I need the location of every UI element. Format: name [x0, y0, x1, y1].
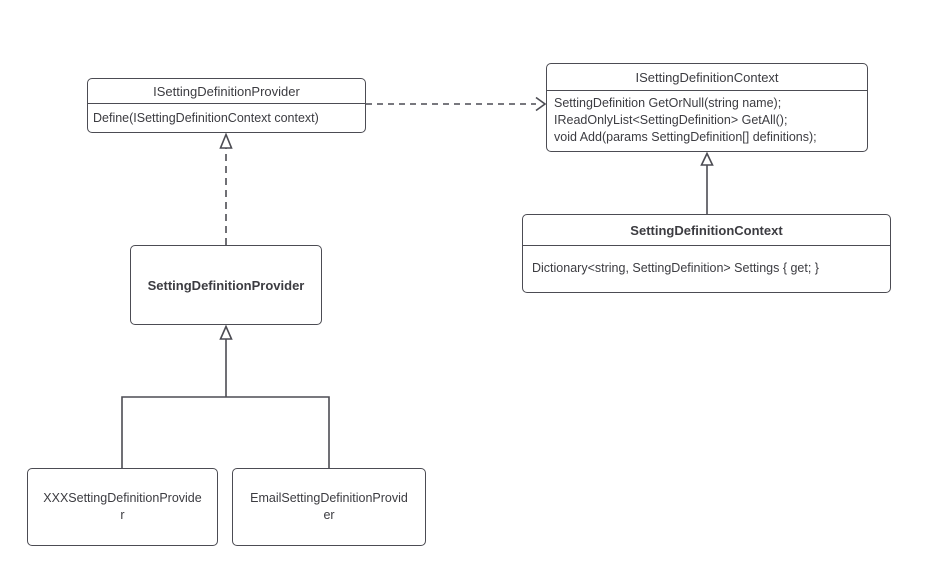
class-box-isettingdefinitionprovider: ISettingDefinitionProvider Define(ISetti…: [87, 78, 366, 133]
class-title: XXXSettingDefinitionProvider: [43, 491, 202, 522]
class-member: Define(ISettingDefinitionContext context…: [93, 110, 319, 125]
class-box-settingdefinitionprovider: SettingDefinitionProvider: [130, 245, 322, 325]
class-title: SettingDefinitionProvider: [147, 277, 305, 293]
class-member: Dictionary<string, SettingDefinition> Se…: [532, 260, 819, 275]
class-box-xxxsettingdefinitionprovider: XXXSettingDefinitionProvider: [27, 468, 218, 546]
class-title: SettingDefinitionContext: [523, 215, 890, 246]
class-member: IReadOnlyList<SettingDefinition> GetAll(…: [554, 112, 788, 127]
class-box-emailsettingdefinitionprovider: EmailSettingDefinitionProvider: [232, 468, 426, 546]
class-member: SettingDefinition GetOrNull(string name)…: [554, 95, 782, 110]
class-member: void Add(params SettingDefinition[] defi…: [554, 129, 817, 144]
class-box-isettingdefinitioncontext: ISettingDefinitionContext SettingDefinit…: [546, 63, 868, 152]
generalization-connector-children: [121, 324, 330, 468]
class-box-settingdefinitioncontext: SettingDefinitionContext Dictionary<stri…: [522, 214, 891, 293]
class-title: EmailSettingDefinitionProvider: [250, 491, 408, 522]
realization-arrow-settingdefinitionprovider: [219, 132, 233, 245]
dependency-arrow-provider-to-context: [366, 96, 547, 112]
class-title: ISettingDefinitionProvider: [88, 79, 365, 104]
generalization-arrow-settingdefinitioncontext: [700, 151, 714, 214]
class-title: ISettingDefinitionContext: [547, 64, 867, 91]
